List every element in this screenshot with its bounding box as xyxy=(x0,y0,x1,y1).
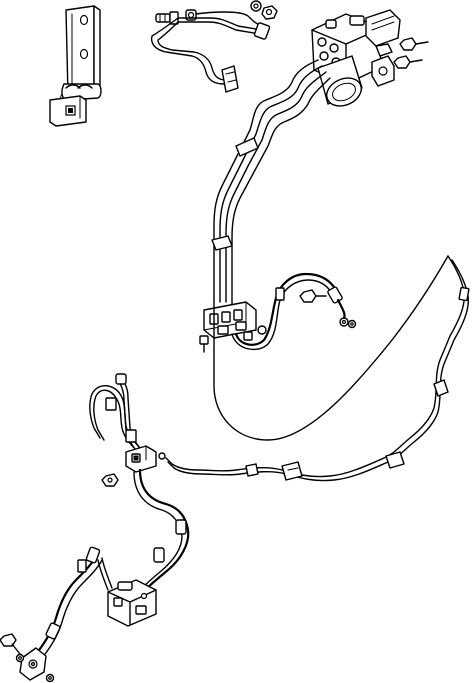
tube-clip-upper xyxy=(221,65,239,93)
bolt-rear-hose xyxy=(299,289,327,303)
nut-top-1 xyxy=(250,0,262,12)
rear-brake-hose xyxy=(231,272,357,351)
abs-hydraulic-control-unit xyxy=(311,9,429,107)
brake-tube-long-right xyxy=(165,255,470,482)
caliper-hose-bracket xyxy=(107,579,157,627)
front-junction-bracket xyxy=(125,445,166,473)
upper-brake-tubes xyxy=(150,9,271,93)
tube-clip-bundle-1 xyxy=(235,137,259,157)
sealing-washer-1 xyxy=(15,653,25,663)
banjo-bolt xyxy=(0,633,21,655)
sealing-washer-2 xyxy=(45,673,55,683)
nut-top-2 xyxy=(261,5,278,20)
tube-fitting-upper-left xyxy=(155,11,179,25)
brake-tube-bundle-main xyxy=(211,59,331,305)
tube-clip-bundle-2 xyxy=(211,235,233,251)
brake-line-junction-block xyxy=(199,301,267,353)
mounting-bracket xyxy=(49,5,102,127)
tube-clip-right-2 xyxy=(433,379,449,397)
tube-clip-right-3 xyxy=(385,451,405,469)
front-brake-hose xyxy=(133,468,190,598)
banjo-fitting xyxy=(19,647,47,681)
tube-clip-right-1 xyxy=(458,286,470,302)
bolt-hcu-1 xyxy=(399,37,429,51)
bolt-hcu-2 xyxy=(393,55,423,69)
nut-front-junction xyxy=(101,473,119,487)
lower-brake-hose xyxy=(34,546,113,659)
tube-clip-right-4 xyxy=(281,461,303,481)
tube-fitting-upper-right xyxy=(253,22,271,40)
front-brake-tube-loop xyxy=(89,373,145,455)
tube-clip-right-5 xyxy=(245,463,259,477)
